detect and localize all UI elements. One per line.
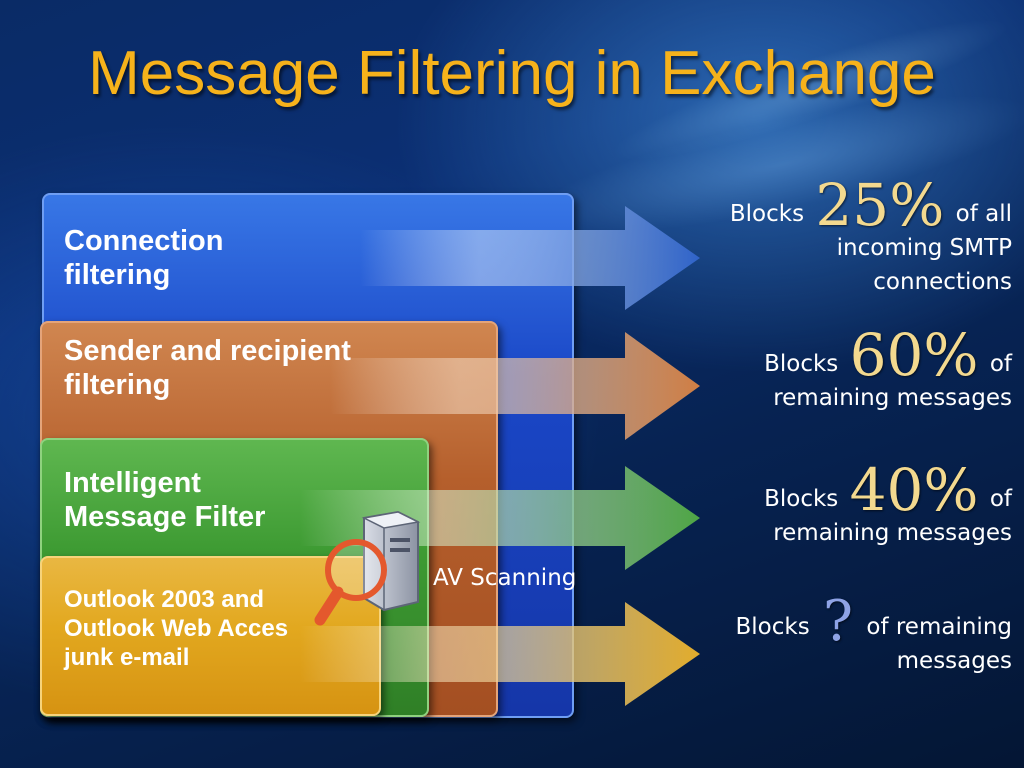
stat-line2: remaining messages — [773, 385, 1012, 411]
stat-prefix: Blocks — [764, 351, 839, 377]
stat-imf: Blocks 40% of remaining messages — [764, 456, 1012, 550]
layer-connection-label-line1: Connection — [64, 225, 224, 257]
stat-suffix: of remaining — [866, 614, 1012, 640]
stat-suffix: of — [989, 486, 1012, 512]
stat-line2: messages — [896, 648, 1012, 674]
layer-sender-label: Sender and recipient filtering — [64, 334, 351, 402]
layer-imf-label: Intelligent Message Filter — [64, 466, 265, 534]
stat-percent: 60% — [849, 321, 979, 389]
server-magnifier-icon — [314, 510, 421, 626]
stat-prefix: Blocks — [735, 614, 810, 640]
stat-percent: 25% — [815, 171, 945, 239]
stat-sender-line1: Blocks 60% of — [764, 321, 1012, 389]
arrow-outlook — [300, 602, 700, 706]
stat-imf-line1: Blocks 40% of — [764, 456, 1012, 524]
stat-prefix: Blocks — [729, 201, 805, 227]
slide-title: Message Filtering in Exchange — [88, 39, 936, 108]
layer-imf-label-line1: Intelligent — [64, 467, 201, 499]
stat-suffix: of — [989, 351, 1012, 377]
av-scanning-label: AV Scanning — [433, 565, 577, 591]
layer-outlook-label: Outlook 2003 and Outlook Web Acces junk … — [64, 585, 288, 672]
layer-sender-label-line2: filtering — [64, 369, 171, 401]
stat-percent: 40% — [849, 456, 979, 524]
stat-line2: remaining messages — [773, 520, 1012, 546]
layer-outlook-label-line2: Outlook Web Acces — [64, 615, 289, 642]
layer-outlook-label-line1: Outlook 2003 and — [64, 586, 265, 613]
stat-line2: incoming SMTP — [836, 235, 1012, 261]
layer-connection-label-line2: filtering — [64, 259, 171, 291]
layer-sender-label-line1: Sender and recipient — [64, 335, 351, 367]
layer-outlook-label-line3: junk e-mail — [64, 644, 190, 671]
stat-suffix: of all — [955, 201, 1012, 227]
stat-connection-line1: Blocks 25% of all — [729, 171, 1012, 239]
layer-imf-label-line2: Message Filter — [64, 501, 266, 533]
stat-prefix: Blocks — [764, 486, 839, 512]
stat-outlook: Blocks ? of remaining messages — [735, 589, 1012, 678]
stat-sender: Blocks 60% of remaining messages — [764, 321, 1012, 415]
layer-connection-label: Connection filtering — [64, 224, 224, 292]
stat-connection: Blocks 25% of all incoming SMTP connecti… — [729, 171, 1012, 299]
arrow-connection — [360, 206, 700, 310]
stat-line3: connections — [873, 269, 1012, 295]
stat-outlook-line1: Blocks ? of remaining — [735, 589, 1012, 654]
question-mark-icon: ? — [823, 589, 854, 654]
arrow-sender — [330, 332, 700, 440]
